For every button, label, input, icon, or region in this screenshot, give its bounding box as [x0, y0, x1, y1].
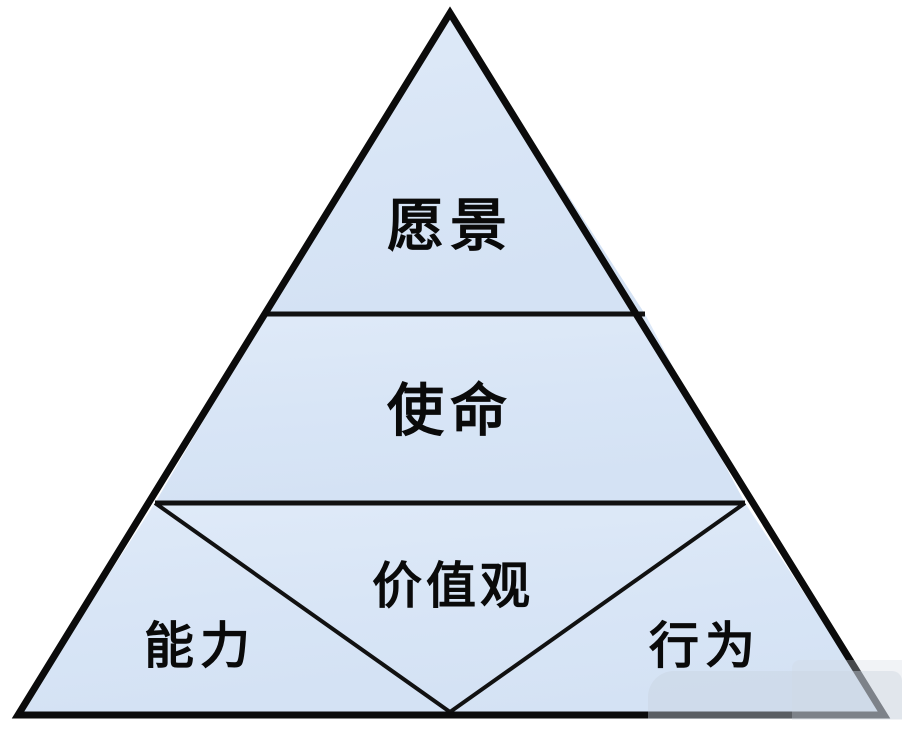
- tier-shape-values[interactable]: [155, 503, 745, 712]
- tier-label-values: 价值观: [372, 557, 534, 615]
- tier-shape-capability[interactable]: [18, 503, 450, 715]
- tier-label-mission: 使命: [387, 378, 513, 444]
- divider-capability-values: [153, 501, 452, 714]
- divider-values-behavior: [448, 501, 747, 714]
- tier-shape-behavior[interactable]: [450, 503, 884, 715]
- tier-shape-vision[interactable]: [266, 13, 645, 314]
- tier-label-vision: 愿景: [387, 193, 513, 259]
- tier-label-capability: 能力: [144, 617, 256, 675]
- tier-shape-mission[interactable]: [155, 314, 745, 503]
- tier-label-behavior: 行为: [649, 617, 761, 675]
- pyramid-outline: [11, 6, 891, 719]
